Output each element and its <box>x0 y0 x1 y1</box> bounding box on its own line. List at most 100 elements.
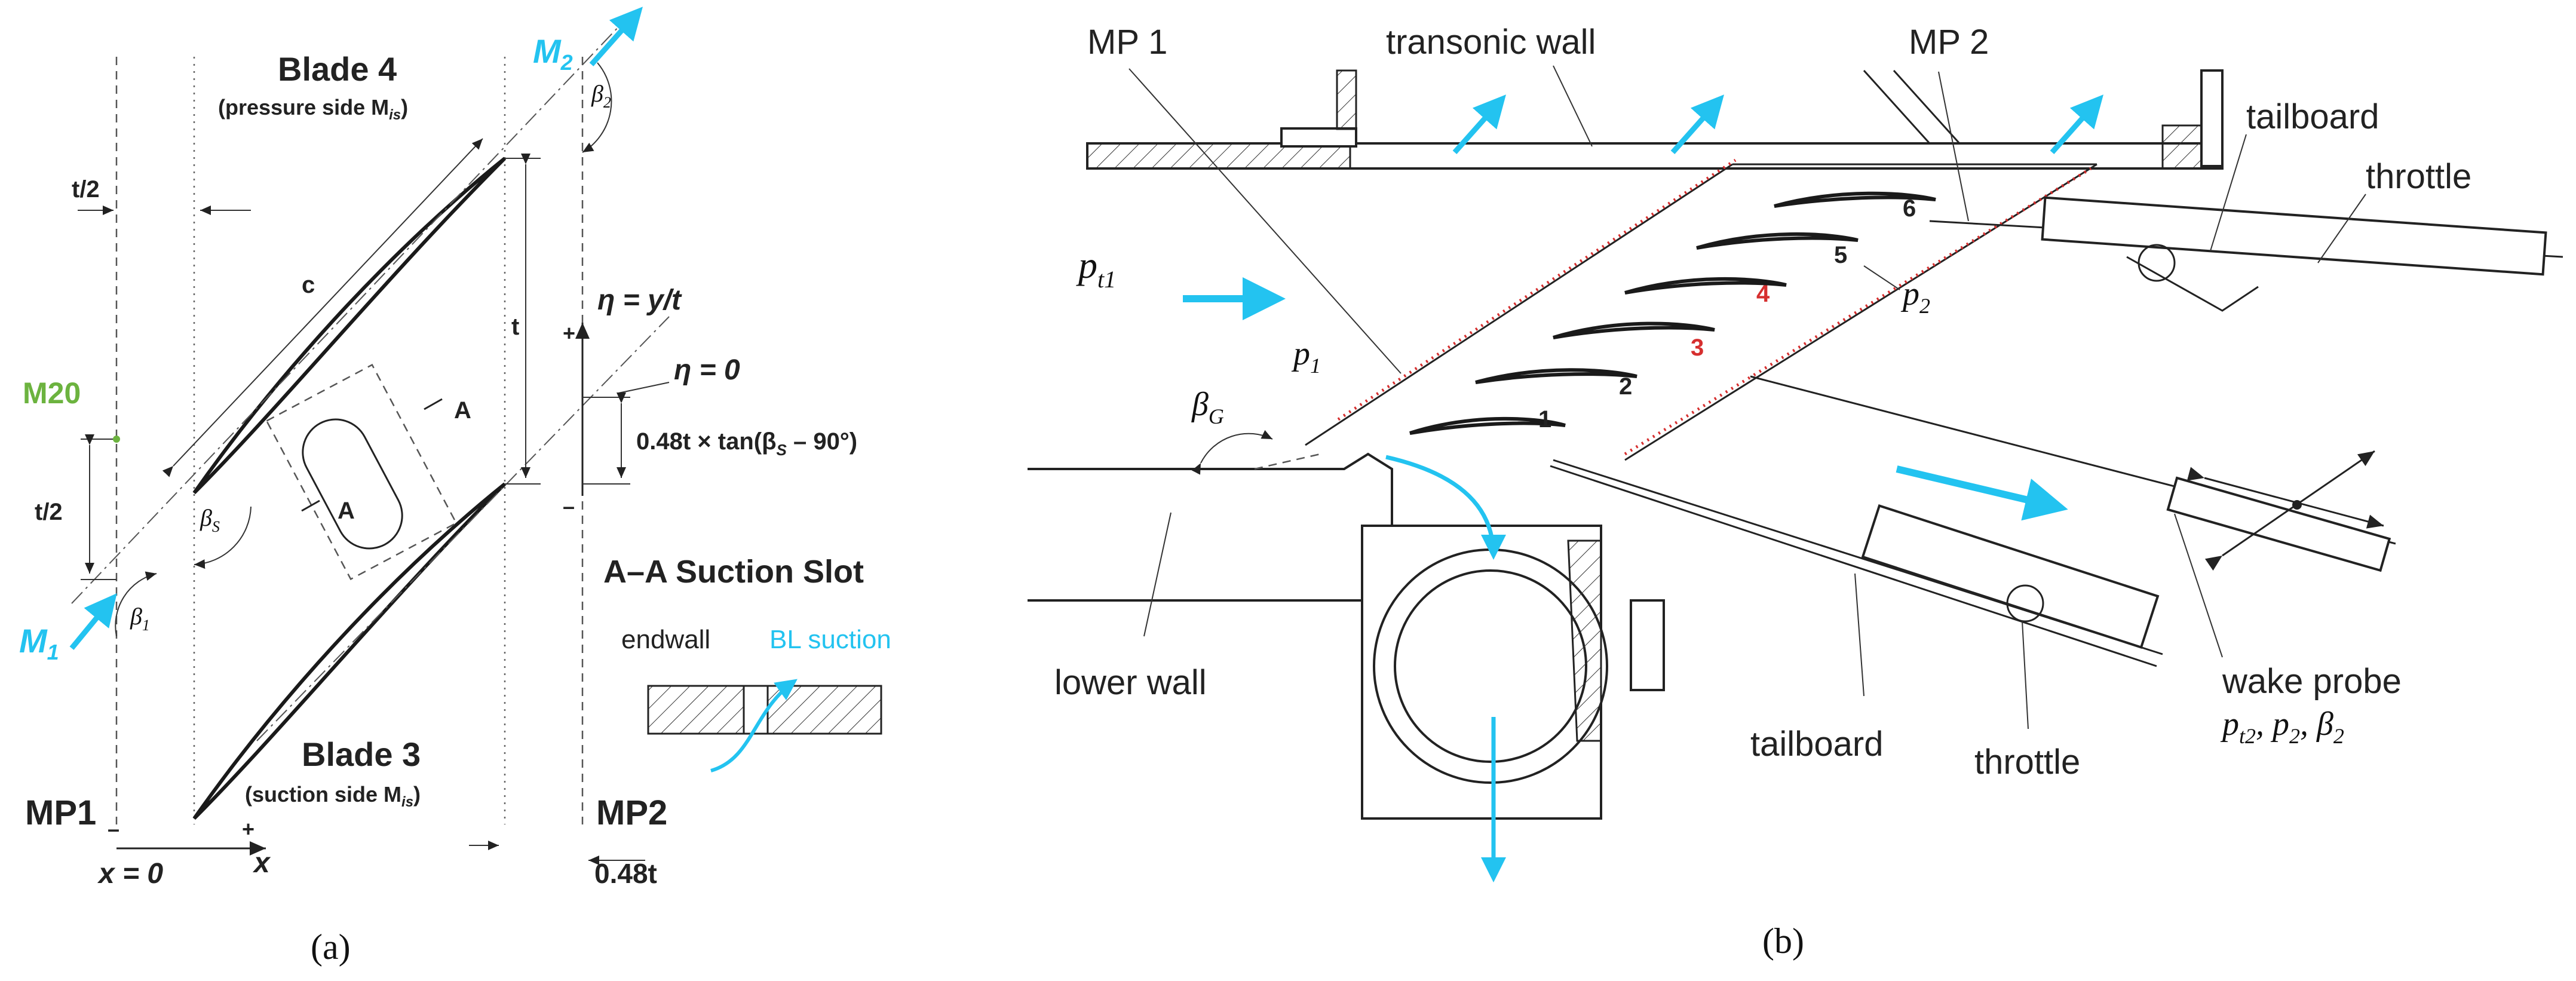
cascade-blade-6 <box>1774 191 1936 208</box>
actuator-body <box>1630 599 1665 691</box>
throttle-bottom-leader <box>2022 621 2029 729</box>
m1-flow-arrow <box>69 593 117 650</box>
beta2-arc <box>582 62 612 153</box>
stagger-line-lower <box>256 316 670 741</box>
betas-arc <box>194 506 252 569</box>
wake-probe-label: wake probe <box>2222 662 2402 701</box>
upper-tailboard-body <box>2041 196 2547 276</box>
mp2-label-b: MP 2 <box>1909 23 1989 62</box>
lower-wall-label: lower wall <box>1054 663 1207 702</box>
wake-probe-leader <box>2174 513 2223 658</box>
chord-dimension <box>162 138 483 477</box>
m20-label: M20 <box>23 376 81 410</box>
panel-b: 1 2 3 4 5 6 pt1 p1 p2 MP 1 MP 2 transoni… <box>1028 23 2563 961</box>
blade-3-subtitle: (suction side Mis) <box>245 782 421 810</box>
mp1-label-b: MP 1 <box>1087 23 1167 62</box>
blade-4-profile <box>192 157 507 495</box>
wall-suction-arrow-3 <box>2050 94 2103 154</box>
mp2-label: MP2 <box>596 793 667 832</box>
blade-4-subtitle: (pressure side Mis) <box>218 95 408 123</box>
betag-label: βG <box>1191 386 1224 428</box>
m2-flow-arrow <box>589 7 643 66</box>
throttle-bottom-label: throttle <box>1974 743 2080 781</box>
blade-number-1: 1 <box>1538 406 1551 433</box>
suction-inflow-arrow <box>1385 455 1506 560</box>
tailboard-bottom-label: tailboard <box>1750 725 1883 764</box>
x-minus-sign: – <box>108 817 119 841</box>
tailboard-lower-edge <box>1550 465 2157 667</box>
cascade-blade-2 <box>1475 368 1637 384</box>
beta1-arc <box>115 571 157 637</box>
wall-suction-arrow-1 <box>1452 94 1506 154</box>
caption-b: (b) <box>1762 921 1804 961</box>
p2-label: p2 <box>1900 275 1930 318</box>
chord-label: c <box>302 272 315 298</box>
cascade-blade-1 <box>1409 416 1566 435</box>
wall-bracket-1 <box>1863 69 1931 145</box>
lower-throttle-pivot <box>2006 584 2044 623</box>
upper-throttle-linkage <box>2126 256 2259 312</box>
half-pitch-top-label: t/2 <box>72 176 100 203</box>
blade-3-title: Blade 3 <box>302 735 421 773</box>
throttle-top-label: throttle <box>2366 157 2471 196</box>
bl-suction-label: BL suction <box>769 625 891 654</box>
section-a-tick-lower <box>301 499 320 512</box>
pt1-label: pt1 <box>1076 244 1116 293</box>
wall-post-right <box>2200 69 2224 167</box>
blade-number-6: 6 <box>1903 195 1916 222</box>
section-a-tick-upper <box>424 398 443 410</box>
eta-minus-sign: – <box>563 494 575 519</box>
mp1-measurement-line <box>1337 158 1737 421</box>
m20-point <box>113 436 120 443</box>
caption-a: (a) <box>311 927 351 967</box>
m2-label: M2 <box>533 32 573 75</box>
wake-probe-variables: pt2, p2, β2 <box>2220 706 2344 748</box>
blade-number-5: 5 <box>1834 242 1847 268</box>
lower-wall-leader <box>1143 512 1172 637</box>
tailboard-top-leader <box>2210 134 2247 252</box>
lower-throttle-body <box>1861 504 2160 649</box>
slot-section-frame <box>265 363 458 581</box>
eta-zero-label: η = 0 <box>674 354 740 386</box>
cascade-blade-4 <box>1624 277 1787 295</box>
p2-leader <box>1863 265 1900 290</box>
tailboard-bottom-leader <box>1854 573 1864 697</box>
eta-plus-sign: + <box>563 321 575 345</box>
betag-reference <box>1254 453 1321 470</box>
mp2-distance-label: 0.48t <box>594 858 657 889</box>
lower-wall <box>1028 452 1393 602</box>
wall-suction-arrow-2 <box>1670 94 1724 154</box>
half-pitch-side-label: t/2 <box>35 499 63 525</box>
outlet-plane-line <box>1624 163 2097 461</box>
beta2-label: β2 <box>591 80 611 111</box>
offset-formula: 0.48t × tan(βS – 90°) <box>636 428 857 459</box>
section-a-label-upper: A <box>454 397 471 424</box>
blade-number-2: 2 <box>1619 373 1632 400</box>
panel-a: c t t/2 t/2 M20 M1 β1 βS M2 β2 <box>19 7 891 967</box>
inlet-plane-wall <box>1305 163 1733 446</box>
blade-number-3: 3 <box>1691 335 1704 361</box>
blade-4-title: Blade 4 <box>278 50 397 88</box>
x-plus-sign: + <box>242 817 254 841</box>
eta-zero-leader <box>618 382 670 394</box>
betag-arc <box>1191 430 1273 475</box>
beta1-label: β1 <box>130 603 150 634</box>
throttle-top-leader <box>2317 194 2366 263</box>
wake-probe-body <box>2166 476 2391 572</box>
slot-title: A–A Suction Slot <box>603 554 864 590</box>
tailboard-top-label: tailboard <box>2246 97 2379 136</box>
endwall-label: endwall <box>621 625 710 654</box>
mp2-measurement-line <box>1624 167 2092 456</box>
section-a-label-lower: A <box>338 498 355 524</box>
suction-slot-outline <box>302 418 403 550</box>
wall-post-left <box>1336 69 1357 130</box>
upper-throttle-pivot <box>2138 244 2176 282</box>
transonic-wall-label: transonic wall <box>1386 23 1596 62</box>
blade-number-4: 4 <box>1756 281 1770 307</box>
cascade-blade-3 <box>1553 321 1715 339</box>
betas-label: βS <box>200 504 220 535</box>
wall-plate-left <box>1280 127 1357 148</box>
wall-bracket-2 <box>1893 69 1961 145</box>
probe-tip <box>2292 500 2302 510</box>
